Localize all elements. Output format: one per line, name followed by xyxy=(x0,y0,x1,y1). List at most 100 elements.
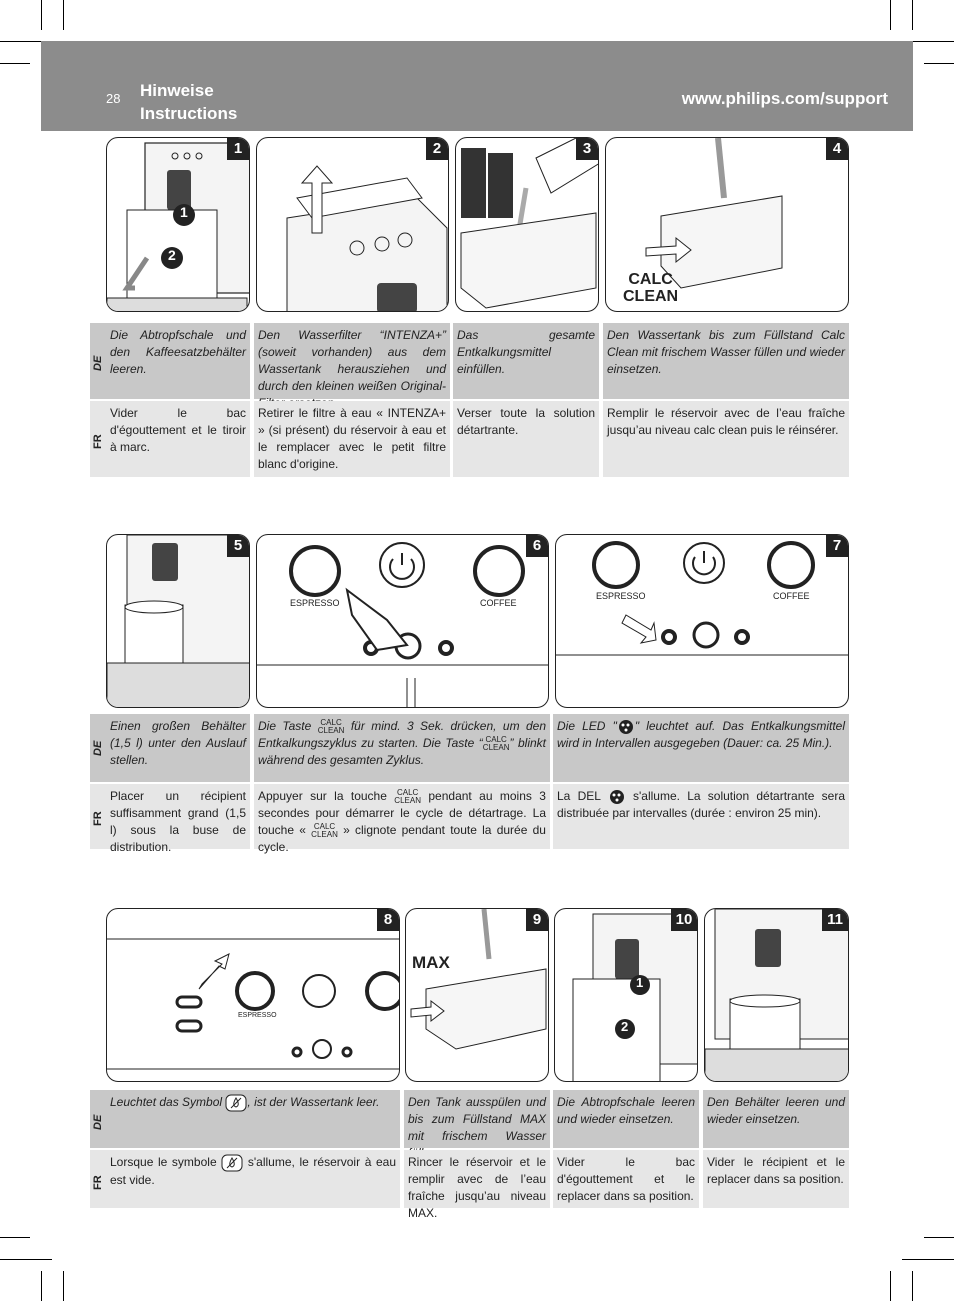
step-3-de: Das gesamte Entkalkungsmittel einfüllen. xyxy=(453,323,599,399)
water-filter-removal-drawing xyxy=(286,165,448,311)
step-1-illustration: 1 2 1 xyxy=(106,137,250,312)
support-url[interactable]: www.philips.com/support xyxy=(681,89,888,108)
lang-de: DE xyxy=(90,1090,108,1148)
lang-de: DE xyxy=(90,323,108,399)
pour-descaler-drawing xyxy=(460,138,598,309)
step-number: 2 xyxy=(426,138,448,160)
step-number: 11 xyxy=(822,909,848,931)
espresso-label: ESPRESSO xyxy=(238,1012,277,1019)
step-number: 1 xyxy=(227,138,249,160)
crop-mark xyxy=(890,1271,891,1301)
lang-fr: FR xyxy=(90,784,108,849)
crop-mark xyxy=(902,1259,954,1260)
crop-mark xyxy=(0,1237,30,1238)
step-2-fr: Retirer le filtre à eau « INTENZA+ » (si… xyxy=(254,401,450,477)
step-8-fr: Lorsque le symbole s'allume, le réservoi… xyxy=(106,1150,400,1208)
crop-mark xyxy=(41,1271,42,1301)
lang-de: DE xyxy=(90,714,108,782)
crop-mark xyxy=(41,0,42,30)
step-11-illustration: 11 xyxy=(704,908,849,1082)
coffee-label: COFFEE xyxy=(480,598,517,608)
max-label: MAX xyxy=(412,953,450,972)
calc-label: CALC xyxy=(628,271,673,288)
step-2-de: Den Wasserfilter “INTENZA+” (soweit vorh… xyxy=(254,323,450,410)
callout-2: 2 xyxy=(621,1019,629,1034)
step-8-illustration: ESPRESSO 8 xyxy=(106,908,400,1082)
lang-fr: FR xyxy=(90,401,108,477)
step-3-illustration: 3 xyxy=(455,137,599,312)
refill-water-tank-drawing xyxy=(645,138,783,289)
lang-fr: FR xyxy=(90,1150,108,1208)
descaling-led-icon xyxy=(618,719,633,734)
espresso-label: ESPRESSO xyxy=(290,598,340,608)
step-number: 6 xyxy=(526,535,548,557)
step-number: 9 xyxy=(526,909,548,931)
step-number: 5 xyxy=(227,535,249,557)
step-10-de: Die Abtropfschale leeren und wieder eins… xyxy=(553,1090,699,1148)
crop-mark xyxy=(0,41,52,42)
step-2-illustration: 2 xyxy=(256,137,449,312)
machine-drip-tray-drawing xyxy=(107,142,249,311)
control-panel-led-lit xyxy=(556,541,848,656)
place-container-drawing xyxy=(107,535,249,707)
step-1-fr: Vider le bac d'égouttement et le tiroir … xyxy=(106,401,250,477)
step-10-illustration: 1 2 10 xyxy=(554,908,698,1082)
crop-mark xyxy=(902,41,954,42)
calc-clean-level-label: CALC CLEAN xyxy=(623,271,678,305)
step-7-de: Die LED "" leuchtet auf. Das Entkalkungs… xyxy=(553,714,849,782)
step-11-fr: Vider le récipient et le replacer dans s… xyxy=(703,1150,849,1208)
crop-mark xyxy=(924,63,954,64)
title-de: Hinweise xyxy=(140,81,214,100)
crop-mark xyxy=(0,1259,52,1260)
step-5-fr: Placer un récipient suffisamment grand (… xyxy=(106,784,250,854)
crop-mark xyxy=(890,0,891,30)
page-title: Hinweise Instructions xyxy=(140,79,237,125)
water-tank-empty-icon xyxy=(225,1094,247,1112)
fill-to-max-drawing xyxy=(410,909,547,1050)
water-tank-empty-icon xyxy=(221,1154,243,1172)
coffee-label: COFFEE xyxy=(773,591,810,601)
callout-1: 1 xyxy=(636,975,644,990)
step-5-illustration: 5 xyxy=(106,534,250,708)
step-9-illustration: MAX 9 xyxy=(405,908,549,1082)
crop-mark xyxy=(63,0,64,30)
step-number: 3 xyxy=(576,138,598,160)
crop-mark xyxy=(63,1271,64,1301)
espresso-label: ESPRESSO xyxy=(596,591,646,601)
crop-mark xyxy=(912,0,913,30)
step-9-fr: Rincer le réservoir et le remplir avec d… xyxy=(404,1150,550,1220)
clean-label: CLEAN xyxy=(623,288,679,305)
step-4-illustration: CALC CLEAN 4 xyxy=(605,137,849,312)
title-fr: Instructions xyxy=(140,104,238,123)
callout-2: 2 xyxy=(168,247,176,263)
header-bar xyxy=(41,41,913,131)
descaling-led-icon xyxy=(609,789,624,804)
step-7-illustration: ESPRESSO COFFEE 7 xyxy=(555,534,849,708)
crop-mark xyxy=(912,1271,913,1301)
step-10-fr: Vider le bac d'égouttement et le replace… xyxy=(553,1150,699,1208)
step-number: 10 xyxy=(671,909,697,931)
step-number: 4 xyxy=(826,138,848,160)
callout-1: 1 xyxy=(180,204,188,220)
step-number: 7 xyxy=(826,535,848,557)
step-7-fr: La DEL s'allume. La solution détartrante… xyxy=(553,784,849,849)
control-panel-press-calc-clean xyxy=(257,542,548,707)
step-3-fr: Verser toute la solution détartrante. xyxy=(453,401,599,477)
step-4-de: Den Wassertank bis zum Füllstand Calc Cl… xyxy=(603,323,849,399)
page-number: 28 xyxy=(106,91,121,106)
step-4-fr: Remplir le réservoir avec de l’eau fraîc… xyxy=(603,401,849,477)
step-1-de: Die Abtropfschale und den Kaffeesatzbehä… xyxy=(106,323,250,399)
reinsert-container-drawing xyxy=(705,909,848,1081)
step-number: 8 xyxy=(377,909,399,931)
crop-mark xyxy=(0,63,30,64)
crop-mark xyxy=(924,1237,954,1238)
step-8-de: Leuchtet das Symbol , ist der Wassertank… xyxy=(106,1090,400,1148)
step-5-de: Einen großen Behälter (1,5 l) unter den … xyxy=(106,714,250,782)
step-9-de: Den Tank ausspülen und bis zum Füllstand… xyxy=(404,1090,550,1160)
